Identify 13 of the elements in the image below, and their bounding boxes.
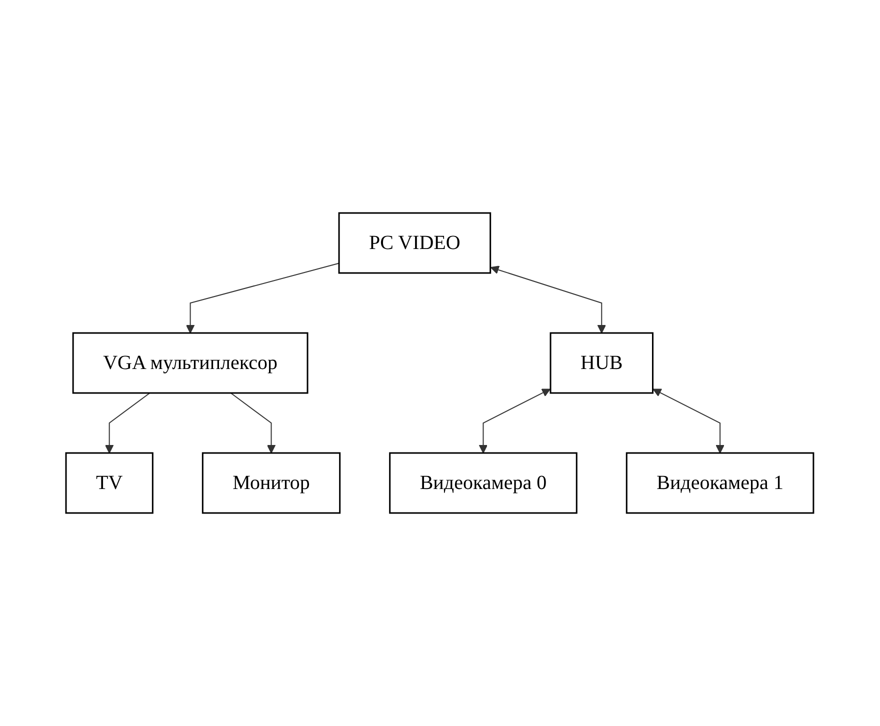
node-box: TV bbox=[66, 452, 154, 514]
arrow bbox=[230, 392, 276, 454]
node-box: Видеокамера 1 bbox=[626, 452, 814, 514]
node-box: Монитор bbox=[202, 452, 341, 514]
node-box: Видеокамера 0 bbox=[389, 452, 578, 514]
arrow bbox=[479, 388, 551, 454]
node-box: HUB bbox=[550, 332, 654, 394]
arrow bbox=[105, 392, 151, 454]
arrow bbox=[653, 388, 725, 454]
arrow bbox=[186, 262, 340, 334]
node-box: PC VIDEO bbox=[338, 212, 492, 274]
node-box: VGA мультиплексор bbox=[72, 332, 309, 394]
arrow bbox=[490, 266, 606, 334]
